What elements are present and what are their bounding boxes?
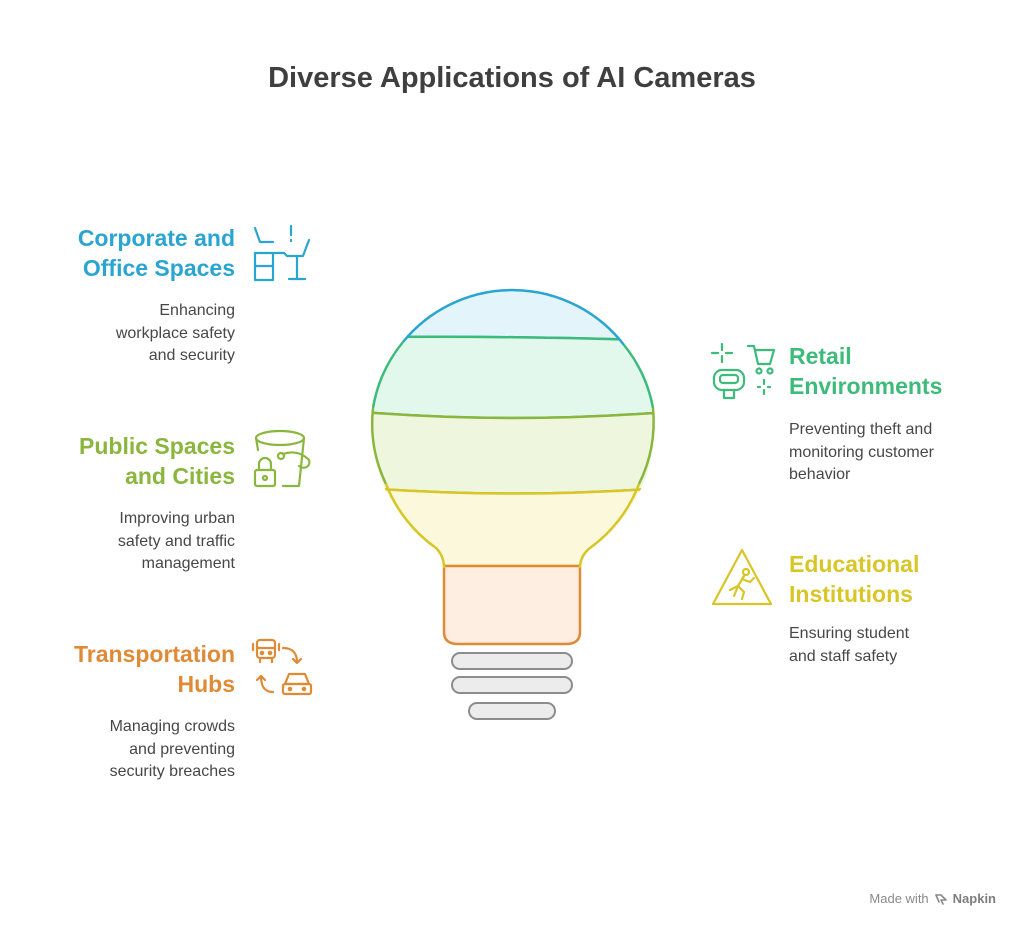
bulb-segment-education [372,480,654,568]
corporate-heading: Corporate and Office Spaces [77,225,235,281]
bucket-lock-icon [253,429,311,488]
education-description: Ensuring student and staff safety [789,625,910,665]
page-title: Diverse Applications of AI Cameras [268,62,756,94]
bulb-base-ring-2 [451,676,573,694]
bus-car-exchange-icon [251,638,313,696]
retail-description: Preventing theft and monitoring customer… [789,421,934,483]
vr-headset-cart-icon [710,342,776,400]
bulb-segment-top [372,289,654,345]
retail-heading: Retail Environments [789,343,943,399]
transport-heading: Transportation Hubs [73,641,235,697]
footer-brand: Napkin [952,891,996,906]
bulb-segment-retail [372,335,654,420]
children-warning-sign-icon [711,548,773,606]
corporate-description: Enhancing workplace safety and security [115,302,235,364]
napkin-logo-icon [934,893,947,905]
footer-prefix: Made with [869,891,929,906]
public-heading: Public Spaces and Cities [79,433,235,489]
made-with-napkin-footer[interactable]: Made with Napkin [869,891,996,906]
transport-description: Managing crowds and preventing security … [109,718,235,780]
office-desk-chair-icon [253,224,311,282]
public-description: Improving urban safety and traffic manag… [117,510,235,572]
bulb-base-ring-3 [468,702,556,720]
bulb-base-ring-1 [451,652,573,670]
bulb-segment-public [372,404,654,495]
education-heading: Educational Institutions [789,551,920,607]
